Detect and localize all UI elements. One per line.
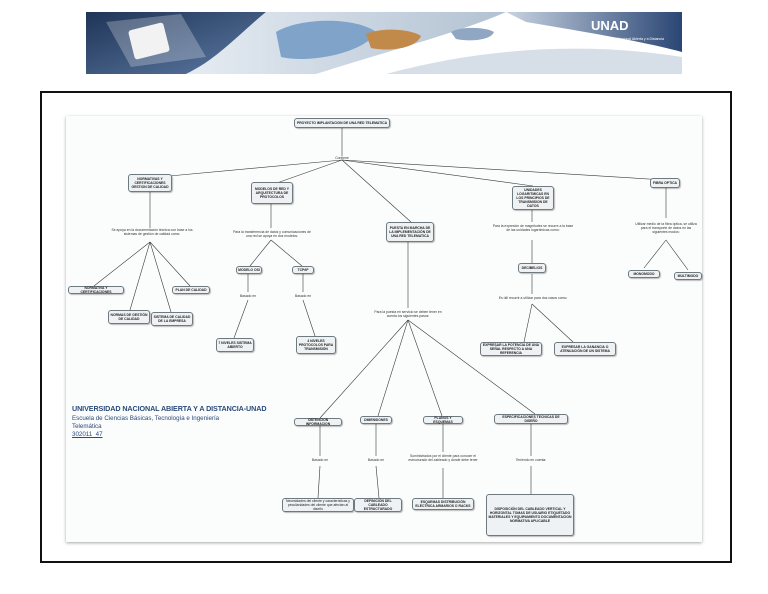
label-decibelios-link: Es útil recurrir a utilizar para dos cas…	[498, 296, 568, 300]
root-link-label: Contiene	[335, 156, 349, 160]
node-esquemas-distribucion: ESQUEMAS DISTRIBUCIÓN ELÉCTRICA ARMARIOS…	[412, 498, 474, 510]
node-obtencion-informacion: OBTENCION INFORMACION	[294, 418, 342, 426]
node-normativa-certificaciones: NORMATIVA Y CERTIFICACIONES	[68, 286, 124, 294]
node-planos-esquemas: PLANOS Y ESQUEMAS	[423, 416, 463, 424]
school-name: Escuela de Ciencias Básicas, Tecnología …	[72, 415, 220, 422]
label-modelos-link: Para la transferencia de datos y comunic…	[233, 230, 311, 238]
label-planos-link: Suministrados por el cliente para conoce…	[408, 454, 478, 462]
label-obtencion-basado: Basado en	[311, 458, 329, 462]
node-4-niveles: 4 NIVELES PROTOCOLOS PARA TRANSMISIÓN	[296, 336, 336, 354]
node-ganancia-atenuacion: EXPRESAR LA GANANCIA O ATENUACIÓN DE UN …	[554, 342, 616, 356]
node-normativas: NORMATIVAS Y CERTIFICACIONES GESTION DE …	[128, 174, 172, 192]
connector-lines	[93, 128, 689, 499]
node-potencia-senal: EXPRESAR LA POTENCIA DE UNA SEÑAL RESPEC…	[480, 342, 542, 356]
concept-map-sheet: PROYECTO IMPLANTACION DE UNA RED TELEMAT…	[66, 116, 702, 542]
node-monomodo: MONOMODO	[628, 270, 660, 278]
node-plan-calidad: PLAN DE CALIDAD	[172, 286, 210, 294]
node-7-niveles: 7 NIVELES SISTEMA ABIERTO	[216, 338, 254, 352]
university-name: UNIVERSIDAD NACIONAL ABIERTA Y A DISTANC…	[72, 404, 267, 413]
label-dimensiones-basado: Basado en	[367, 458, 385, 462]
node-unidades-logaritmicas: UNIDADES LOGARITMICAS EN LOS PRINCIPIOS …	[512, 186, 554, 210]
unad-logo: UNAD	[591, 18, 629, 33]
node-multimodo: MULTIMODO	[674, 272, 702, 280]
node-normas-gestion: NORMAS DE GESTIÓN DE CALIDAD	[108, 310, 150, 324]
node-especificaciones: ESPECIFICACIONES TECNICAS DE DISEÑO	[494, 414, 568, 424]
node-puesta-marcha: PUESTA EN MARCHA DE LA IMPLEMENTACIÓN DE…	[386, 222, 434, 242]
institution-block: UNIVERSIDAD NACIONAL ABIERTA Y A DISTANC…	[72, 404, 267, 438]
header-banner: UNAD Universidad Nacional Abierta y a Di…	[86, 12, 682, 76]
group-code: 302011_47	[72, 431, 103, 438]
label-puesta-link: Para la puesta en servicio se deben tene…	[374, 310, 442, 318]
node-tcpip: TCP/IP	[292, 266, 314, 274]
node-decibelios: DECIBELIOS	[518, 263, 546, 273]
label-fibra-link: Utilizar medio de la fibra óptica, se ut…	[635, 222, 697, 234]
unad-logo-subtitle: Universidad Nacional Abierta y a Distanc…	[598, 37, 664, 41]
node-modelo-osi: MODELO OSI	[236, 266, 262, 274]
label-osi-basado: Basado en	[239, 294, 257, 298]
label-normativas-link: Se apoya en la documentación técnica con…	[111, 228, 193, 236]
label-unidades-link: Para la expresión de magnitudes se recur…	[492, 224, 574, 232]
node-sistema-calidad: SISTEMA DE CALIDAD DE LA EMPRESA	[151, 312, 193, 326]
node-dimensiones: DIMENSIONES	[360, 416, 392, 424]
label-tcpip-basado: Basado en	[294, 294, 312, 298]
root-node: PROYECTO IMPLANTACION DE UNA RED TELEMAT…	[294, 118, 390, 128]
label-especificaciones-link: Teniendo en cuenta:	[515, 458, 547, 462]
course-name: Telemática	[72, 423, 102, 430]
banner-graphic: UNAD Universidad Nacional Abierta y a Di…	[86, 12, 682, 74]
node-disposicion-cableado: DISPOSICIÓN DEL CABLEADO VERTICAL Y HORI…	[486, 494, 574, 536]
node-necesidades-cliente: Necesidades del cliente y característica…	[282, 498, 354, 512]
node-fibra-optica: FIBRA OPTICA	[650, 178, 680, 188]
node-cableado-estructurado: DEFINICIÓN DEL CABLEADO ESTRUCTURADO	[354, 498, 402, 512]
node-modelos-red: MODELOS DE RED Y ARQUITECTURA DE PROTOCO…	[251, 182, 293, 204]
